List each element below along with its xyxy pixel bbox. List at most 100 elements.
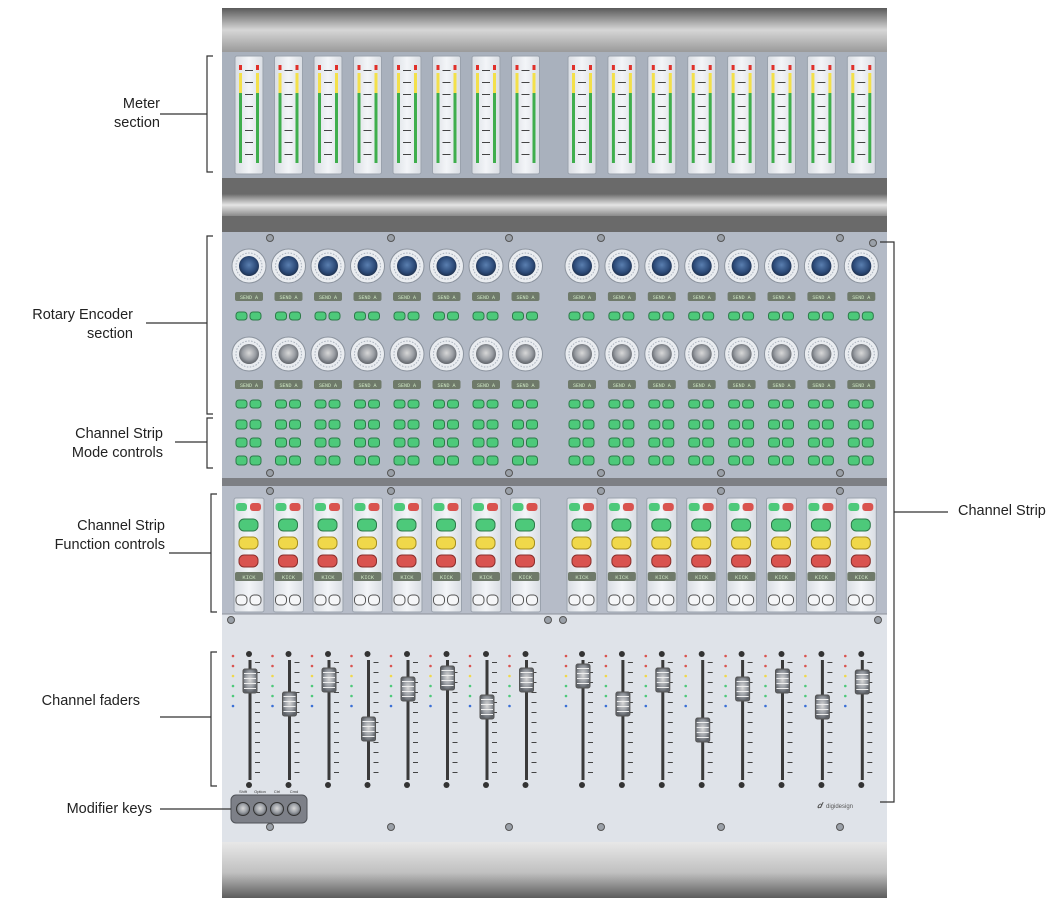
panel-screw [505,823,513,831]
meter-tick [324,130,332,131]
encoder-unit: SEND A [468,248,504,321]
fader-cap [519,667,534,693]
status-led [231,684,235,688]
meter-bar-yellow [493,73,496,93]
status-led [844,694,847,698]
meter-tick [521,94,530,95]
fader-scale-tick [373,772,379,773]
mode-button [512,437,524,448]
mode-button [768,437,780,448]
meter-peak-led [611,65,615,70]
touch-button [768,594,780,606]
mode-button [249,437,262,448]
mode-button [354,419,366,430]
fader-cap-line [402,686,414,687]
meter-strip [274,55,303,175]
mute-button [475,554,496,568]
meter-tick [363,130,372,131]
mode-button [328,419,341,430]
panel-screw [227,616,235,624]
encoder-select-button [782,399,794,409]
meter-tick [697,82,706,83]
rec-button [702,503,714,511]
encoder-unit: SEND A [231,248,267,321]
encoder-ring-leds [608,340,636,368]
function-strip: KICK [470,497,502,613]
select-button [648,503,660,511]
fader-scale-tick [452,722,458,723]
fader-scale-tick [255,762,260,763]
fader-cap [775,668,790,694]
meter-tick [482,82,490,83]
mode-button [486,419,499,430]
fader-scale-tick [667,702,673,703]
function-button-green [611,518,632,532]
status-led [564,654,568,658]
fader-track [327,660,331,780]
meter-tick [817,70,826,71]
encoder-select-button [289,399,301,409]
mode-button [742,437,755,448]
meter-tick [737,118,746,119]
fader-scale-tick [334,692,339,693]
fader-bottom-screw [738,782,745,788]
touch-button [275,594,287,606]
touch-button [662,594,675,606]
meter-tick [482,118,490,119]
status-led [644,684,648,688]
function-button-green [771,518,791,532]
encoder-select-button [328,311,341,321]
fader-cap-line [736,696,749,697]
mode-button [847,437,860,448]
status-led [350,684,353,688]
meter-tick [578,82,586,83]
encoder-display-text: SEND A [653,383,671,389]
mode-button [582,455,595,466]
status-led [604,664,608,668]
select-button [848,503,860,511]
fader-scale-tick [334,742,339,743]
mode-button [472,455,485,466]
encoder-display [568,292,596,301]
fader-scale-tick [334,762,339,763]
fader-cap-line [402,696,414,697]
fader-track [406,660,410,780]
fader-scale-tick [334,722,339,723]
fader-channel [508,651,537,788]
encoder-display [235,292,263,301]
function-button-green [571,518,592,532]
meter-tick [617,154,626,155]
meter-strip [607,55,637,175]
mode-button [289,419,301,430]
meter-tick [697,154,706,155]
meter-tick [817,118,826,119]
fader-cap-line [244,678,256,679]
mode-button [328,455,341,466]
fader-top-screw [443,651,450,657]
meter-tick [324,82,332,83]
meter-peak-led [476,65,479,70]
encoder-display-text: SEND A [319,295,337,301]
meter-tick [737,154,746,155]
meter-tick [245,130,253,131]
meter-bar-green [374,93,378,163]
meter-tick [578,130,586,131]
encoder-select-button [728,399,741,409]
encoder-display [353,380,382,389]
meter-bar-green [335,93,338,163]
mode-button [275,419,287,430]
meter-tick [578,70,586,71]
rec-button [822,503,834,511]
meter-bar-yellow [771,73,775,93]
meter-tick [657,94,666,95]
meter-tick [482,154,490,155]
callout-meter-section: Meter section [114,96,160,131]
encoder-ring-leds [728,340,756,368]
fader-scale-tick [867,692,873,693]
encoder-ring-leds [235,252,263,280]
scribble-strip-text: KICK [655,574,669,581]
solo-button [515,536,535,550]
function-button-green [357,518,377,532]
encoder-select-button [433,399,445,409]
rec-button [487,503,498,511]
